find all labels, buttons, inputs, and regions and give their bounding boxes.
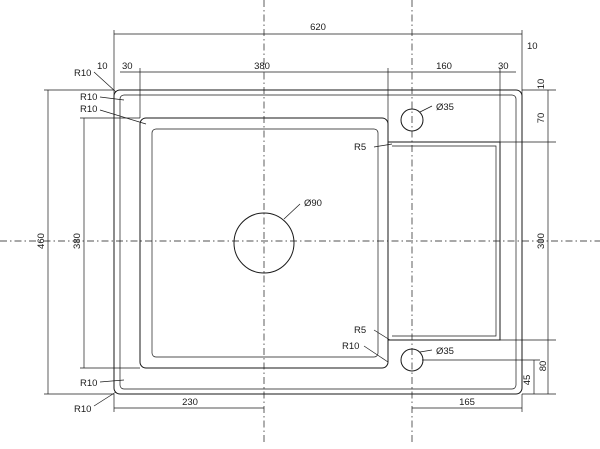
leader-outer-top-left — [93, 71, 117, 93]
leader-tap-lower — [419, 349, 433, 353]
radius-drainer-corner: R10 — [342, 341, 359, 352]
leader-flange-a — [99, 96, 125, 101]
dim-bowl-height: 380 — [72, 233, 83, 249]
dim-right-flange: 30 — [498, 61, 509, 72]
leader-bottom-left-outer — [93, 391, 117, 407]
dim-left-flange: 30 — [122, 61, 133, 72]
leader-drainer-bottom — [373, 329, 391, 341]
dim-top-offset: 10 — [527, 41, 538, 52]
radius-flange-a: R10 — [80, 92, 97, 103]
tap-hole-upper — [400, 108, 424, 132]
bowl-outline — [139, 117, 389, 369]
radius-drainer-top: R5 — [354, 142, 366, 153]
leader-tap-upper — [419, 105, 433, 113]
leader-drainer-top — [373, 143, 393, 148]
drainer-inner-outline — [392, 145, 497, 337]
leader-drain — [283, 203, 301, 220]
dim-top-margin: 10 — [536, 79, 547, 90]
dim-drainer-height: 300 — [536, 233, 547, 249]
sink-outer-outline — [113, 89, 523, 395]
radius-bottom-left-inner: R10 — [80, 378, 97, 389]
dim-bowl-width: 380 — [254, 61, 270, 72]
leader-drainer-corner — [363, 345, 389, 363]
leader-flange-b — [99, 109, 147, 125]
drain-hole — [233, 212, 295, 274]
sink-flange-outline — [119, 94, 517, 390]
dim-drain-offset: 230 — [182, 397, 198, 408]
dim-upper-hole-offset: 70 — [536, 113, 547, 124]
dim-drainer-width: 160 — [436, 61, 452, 72]
dim-overall-width: 620 — [310, 22, 326, 33]
dim-left-offset: 10 — [97, 61, 108, 72]
label-tap-upper-diameter: Ø35 — [436, 102, 454, 113]
dim-lower-hole-offset: 45 — [522, 375, 533, 386]
dim-lower-hole-x: 165 — [459, 397, 475, 408]
radius-bottom-left-outer: R10 — [74, 404, 91, 415]
bowl-inner-outline — [151, 128, 379, 358]
leader-bottom-left-inner — [99, 379, 125, 383]
radius-drainer-bottom: R5 — [354, 325, 366, 336]
dim-lower-margin: 80 — [538, 361, 549, 372]
label-tap-lower-diameter: Ø35 — [436, 346, 454, 357]
label-drain-diameter: Ø90 — [304, 198, 322, 209]
drainer-outline — [388, 141, 501, 341]
radius-outer-top-left: R10 — [74, 68, 91, 79]
radius-flange-b: R10 — [80, 104, 97, 115]
dim-overall-height: 460 — [36, 233, 47, 249]
